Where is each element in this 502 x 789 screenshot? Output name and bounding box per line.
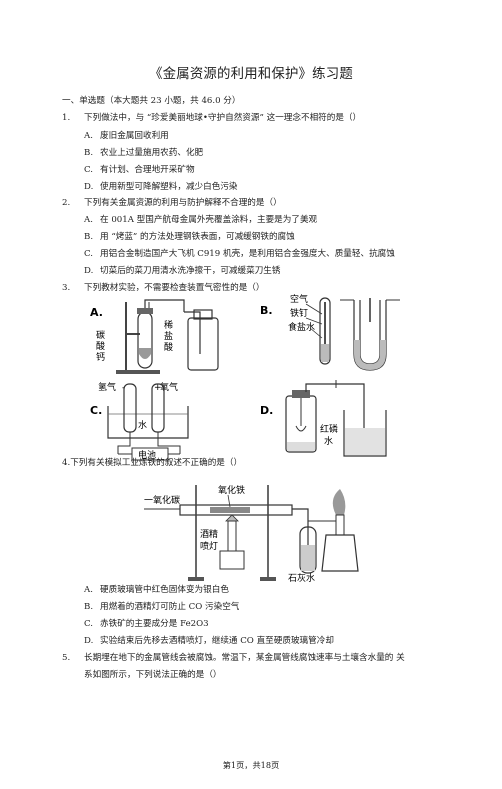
q2-option-d: D.切菜后的菜刀用清水洗净擦干，可减缓菜刀生锈 bbox=[84, 266, 281, 276]
question-5: 5. 长期埋在地下的金属管线会被腐蚀。常温下，某金属管线腐蚀速率与土壤含水量的 关 bbox=[62, 654, 405, 663]
svg-text:一氧化碳: 一氧化碳 bbox=[144, 494, 180, 506]
question-1: 1. 下列做法中，与 “珍爱美丽地球•守护自然资源” 这一理念不相符的是（） bbox=[62, 114, 361, 123]
svg-text:石灰水: 石灰水 bbox=[288, 572, 315, 584]
svg-text:空气: 空气 bbox=[290, 293, 308, 305]
q4-option-a: A.硬质玻璃管中红色固体变为银白色 bbox=[84, 585, 229, 595]
svg-text:红磷: 红磷 bbox=[320, 423, 338, 435]
figure-letter: A. bbox=[90, 306, 103, 319]
q2-option-a: A.在 001A 型国产航母金属外壳覆盖涂料，主要是为了美观 bbox=[84, 215, 318, 225]
figure-letter: D. bbox=[260, 404, 273, 417]
question-text: 下列有关金属资源的利用与防护解释不合理的是（） bbox=[84, 198, 282, 208]
svg-text:氧气: 氧气 bbox=[160, 381, 178, 393]
figure-4-iron-smelting: 一氧化碳 氧化铁 酒精 喷灯 石灰水 bbox=[140, 475, 362, 584]
svg-text:酒精: 酒精 bbox=[200, 528, 218, 540]
figure-3d-phosphorus-oxygen: D. 红磷 水 bbox=[258, 380, 398, 462]
figure-3a-co2-generation: A. 碳 酸 钙 稀 盐 酸 bbox=[88, 294, 230, 377]
svg-text:氧化铁: 氧化铁 bbox=[218, 484, 245, 496]
svg-text:铁钉: 铁钉 bbox=[290, 307, 308, 319]
svg-text:氢气: 氢气 bbox=[98, 381, 116, 393]
page-title: 《金属资源的利用和保护》练习题 bbox=[149, 67, 353, 82]
q4-option-c: C.赤铁矿的主要成分是 Fe2O3 bbox=[84, 619, 209, 629]
q2-option-b: B.用 “烤蓝” 的方法处理钢铁表面，可减缓钢铁的腐蚀 bbox=[84, 232, 295, 242]
svg-text:食盐水: 食盐水 bbox=[288, 321, 315, 333]
section-heading: 一、单选题（本大题共 23 小题，共 46.0 分） bbox=[62, 96, 241, 106]
q4-option-d: D.实验结束后先移去酒精喷灯，继续通 CO 直至硬质玻璃管冷却 bbox=[84, 636, 334, 646]
question-text: 长期埋在地下的金属管线会被腐蚀。常温下，某金属管线腐蚀速率与土壤含水量的 关 bbox=[84, 653, 405, 663]
question-text: 下列做法中，与 “珍爱美丽地球•守护自然资源” 这一理念不相符的是（） bbox=[84, 113, 362, 123]
question-number: 1. bbox=[62, 113, 71, 123]
svg-text:酸: 酸 bbox=[96, 341, 105, 352]
svg-text:酸: 酸 bbox=[164, 342, 173, 353]
figure-letter: C. bbox=[90, 404, 102, 417]
figure-3c-electrolysis: C. 氢气 - + 氧气 水 电池 bbox=[88, 380, 230, 462]
svg-text:稀: 稀 bbox=[164, 319, 173, 331]
figure-3b-rust-experiment: B. 空气 铁钉 食盐水 bbox=[258, 292, 410, 377]
q2-option-c: C.用铝合金制造国产大飞机 C919 机壳，是利用铝合金强度大、质量轻、抗腐蚀 bbox=[84, 249, 395, 259]
q4-option-b: B.用燃着的酒精灯可防止 CO 污染空气 bbox=[84, 602, 240, 612]
svg-text:电池: 电池 bbox=[138, 449, 156, 461]
svg-text:碳: 碳 bbox=[96, 329, 105, 341]
question-5-continued: 系如图所示，下列说法正确的是（） bbox=[84, 670, 222, 680]
svg-text:+: + bbox=[154, 383, 162, 393]
svg-text:钙: 钙 bbox=[96, 351, 105, 363]
q1-option-a: A.废旧金属回收利用 bbox=[84, 131, 169, 141]
q1-option-c: C.有计划、合理地开采矿物 bbox=[84, 165, 195, 175]
question-2: 2. 下列有关金属资源的利用与防护解释不合理的是（） bbox=[62, 199, 282, 208]
question-text: 下列教材实验，不需要检查装置气密性的是（） bbox=[84, 283, 265, 293]
svg-text:盐: 盐 bbox=[164, 330, 173, 342]
svg-text:水: 水 bbox=[138, 419, 147, 431]
question-3: 3. 下列教材实验，不需要检查装置气密性的是（） bbox=[62, 284, 264, 293]
q1-option-b: B.农业上过量施用农药、化肥 bbox=[84, 148, 204, 158]
figure-letter: B. bbox=[260, 304, 273, 317]
question-number: 2. bbox=[62, 198, 71, 208]
page-footer: 第1页，共18页 bbox=[222, 760, 280, 770]
q1-option-d: D.使用新型可降解塑料，减少白色污染 bbox=[84, 182, 238, 192]
question-number: 3. bbox=[62, 283, 71, 293]
question-number: 5. bbox=[62, 653, 71, 663]
svg-text:喷灯: 喷灯 bbox=[200, 541, 218, 552]
question-4: 4.下列有关模拟工业炼铁的叙述不正确的是（） bbox=[62, 458, 243, 468]
svg-text:水: 水 bbox=[324, 435, 333, 447]
